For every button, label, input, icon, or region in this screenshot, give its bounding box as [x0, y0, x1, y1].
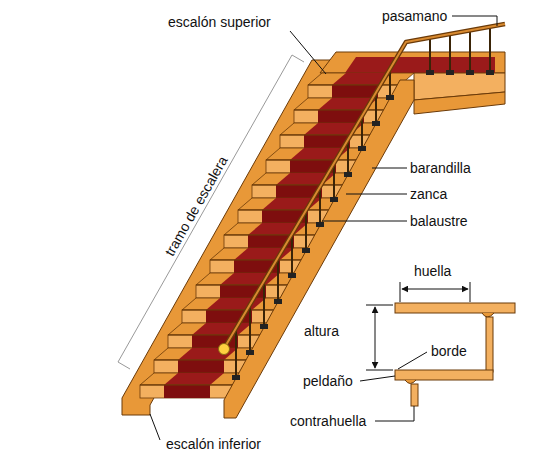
part-label: barandilla — [410, 160, 471, 176]
part-label: tramo de escalera — [161, 153, 230, 258]
part-label: contrahuella — [290, 413, 366, 429]
part-label: zanca — [410, 186, 447, 202]
part-label: escalón inferior — [166, 436, 261, 452]
right-stringer — [224, 80, 414, 418]
balusters — [236, 27, 490, 378]
part-label: pasamano — [382, 8, 447, 24]
part-label: peldaño — [303, 373, 353, 389]
step-profile — [395, 303, 515, 406]
steps — [140, 73, 414, 398]
leader-lines — [150, 16, 497, 440]
dimension-lines — [366, 282, 470, 370]
part-label: huella — [414, 263, 451, 279]
part-label: borde — [431, 343, 467, 359]
part-label: altura — [304, 323, 339, 339]
part-label: escalón superior — [168, 14, 271, 30]
part-label: balaustre — [410, 213, 468, 229]
